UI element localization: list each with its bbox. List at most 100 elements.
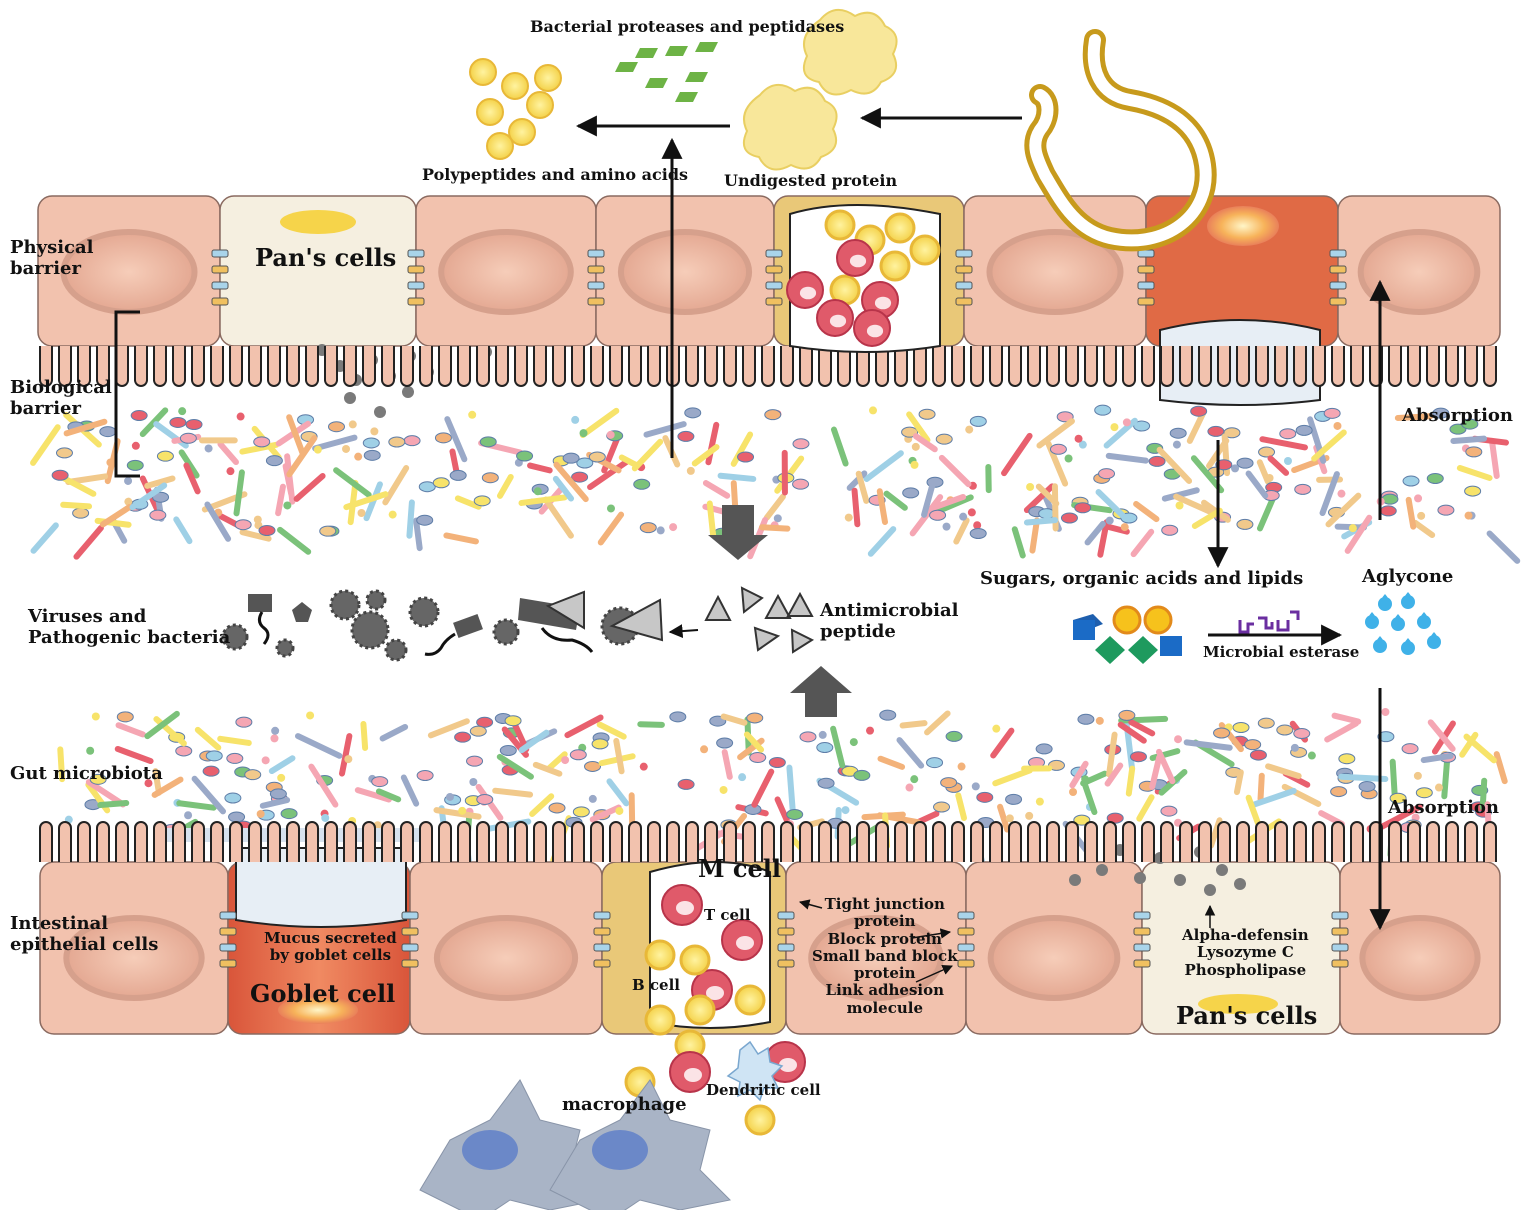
bacterium-rod: [721, 749, 733, 780]
bacterium-cocci: [1133, 420, 1151, 432]
bacterium-rod: [1082, 782, 1098, 816]
microvillus: [552, 821, 566, 862]
bacterium-rod: [30, 522, 59, 554]
microvillus: [1236, 346, 1250, 387]
bacterium-cocci: [1056, 411, 1074, 423]
bacterium-rod: [382, 465, 410, 506]
bacterium-rod: [286, 414, 306, 456]
junction-protein: [593, 959, 611, 968]
microvillus: [1445, 346, 1459, 387]
junction-protein: [777, 959, 795, 968]
bacterium-cocci: [684, 407, 702, 419]
bacterium-cocci: [466, 755, 484, 767]
bacterium-cocci: [1379, 505, 1397, 517]
t-cell-label: T cell: [704, 906, 751, 924]
bacterium-rod: [275, 483, 286, 517]
bacterium-cocci: [234, 519, 252, 531]
virus-particle: [384, 638, 408, 662]
microvillus: [666, 821, 680, 862]
bacterium-cocci: [228, 811, 246, 823]
amino-acid: [469, 58, 497, 86]
aglycone-drop-body: [1401, 595, 1415, 609]
microvillus: [970, 346, 984, 387]
virus-particle: [350, 610, 390, 650]
bacterium-dot: [1265, 473, 1274, 482]
bacterium-dot: [1122, 418, 1131, 427]
bacterium-rod: [786, 764, 796, 815]
microvillus: [457, 346, 471, 387]
bacterium-dot: [124, 497, 133, 506]
bacterium-rod: [85, 779, 126, 808]
junction-protein: [957, 943, 975, 952]
link-adhesion-line2: molecule: [846, 998, 923, 1017]
bacterium-cocci: [1294, 483, 1312, 495]
microvillus: [590, 821, 604, 862]
microbial-esterase-label: Microbial esterase: [1203, 643, 1360, 661]
bottom-microbiota-band: [57, 708, 1508, 877]
tight-junction-line2: protein: [854, 912, 916, 931]
microvillus: [1084, 821, 1098, 862]
microvillus: [77, 821, 91, 862]
junction-protein: [401, 927, 419, 936]
bacterium-rod: [115, 722, 146, 738]
microvillus: [343, 346, 357, 387]
bacterium-rod: [413, 517, 423, 552]
bacterium-rod: [277, 526, 312, 555]
bacterium-cocci: [669, 711, 687, 723]
microvillus: [989, 346, 1003, 387]
microvillus: [438, 346, 452, 387]
lymphocyte-nucleus: [676, 901, 694, 915]
mucus-bottom: [235, 847, 407, 928]
bacterium-dot: [313, 445, 322, 454]
bacterium-dot: [971, 782, 980, 791]
microvillus: [1027, 821, 1041, 862]
flagellum: [540, 627, 594, 653]
bacterium-rod: [606, 778, 630, 807]
intestinal-epithelial-label: Intestinal epithelial cells: [10, 913, 158, 955]
virus-particle: [492, 618, 520, 646]
bacterium-dot: [579, 429, 588, 438]
microvillus: [1445, 821, 1459, 862]
microvillus: [419, 346, 433, 387]
bacterium-dot: [91, 712, 100, 721]
lymphocyte-nucleus: [866, 324, 884, 338]
bacterium-dot: [973, 521, 982, 530]
bacterium-cocci: [792, 478, 810, 490]
bacterium-rod: [268, 755, 296, 775]
bacterium-rod: [1117, 721, 1147, 744]
bacterium-cocci: [1213, 727, 1231, 739]
microvillus: [39, 821, 53, 862]
microvillus: [514, 821, 528, 862]
bacterium-rod: [705, 421, 720, 466]
bacterium-rod: [144, 475, 176, 489]
junction-protein: [407, 297, 425, 306]
bacterium-cocci: [976, 791, 994, 803]
bacterium-dot: [773, 514, 782, 523]
bacterium-cocci: [1035, 743, 1053, 755]
bacterium-cocci: [1160, 805, 1178, 817]
junction-protein: [1331, 911, 1349, 920]
microvillus: [875, 346, 889, 387]
microvillus: [1103, 821, 1117, 862]
junction-protein: [1133, 943, 1151, 952]
bacterium-cocci: [918, 408, 936, 420]
bacterium-dot: [1417, 511, 1426, 520]
microvillus: [1236, 821, 1250, 862]
bacterium-cocci: [576, 457, 594, 469]
bacterium-rod: [1459, 731, 1479, 758]
microvillus: [267, 821, 281, 862]
bacterium-rod: [1427, 719, 1456, 752]
block-arrow-up: [790, 666, 852, 717]
link-adhesion-line1: Link adhesion: [825, 981, 945, 1000]
bacterium-rod: [1319, 471, 1340, 517]
microvillus: [1027, 346, 1041, 387]
bacterium-pathogen: [453, 614, 483, 638]
bacterium-rod: [953, 517, 970, 545]
secreted-granule: [1134, 872, 1146, 884]
amino-acid: [508, 118, 536, 146]
bacterium-rod: [1420, 752, 1454, 764]
junction-protein: [587, 249, 605, 258]
physical-barrier-line2: barrier: [10, 257, 81, 279]
microvillus: [533, 821, 547, 862]
bacterium-rod: [333, 467, 372, 498]
